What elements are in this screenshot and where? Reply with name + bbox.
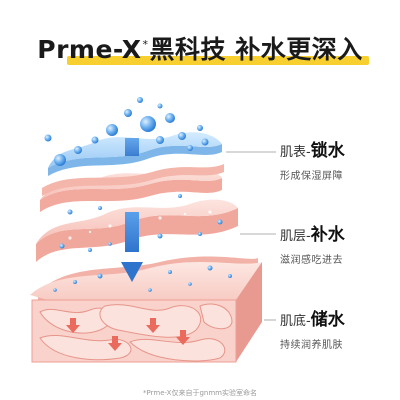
label-base: 肌底-储水 持续润养肌肤 bbox=[280, 305, 345, 351]
water-flow-arrow bbox=[121, 138, 143, 282]
label-surface-head: 肌表-锁水 bbox=[280, 136, 345, 161]
upper-pink-sheets bbox=[40, 164, 224, 212]
label-base-desc: 持续润养肌肤 bbox=[280, 340, 343, 351]
footnote: *Prme-X仅来自于gnmm实验室命名 bbox=[143, 389, 257, 397]
label-surface: 肌表-锁水 形成保湿屏障 bbox=[280, 136, 345, 182]
title-asterisk: * bbox=[142, 38, 149, 51]
bottom-skin-block bbox=[30, 256, 262, 363]
label-middle-desc: 滋润感吃进去 bbox=[280, 255, 343, 266]
label-surface-prefix: 肌表- bbox=[280, 145, 311, 160]
label-base-strong: 储水 bbox=[310, 310, 345, 330]
label-surface-strong: 锁水 bbox=[310, 141, 345, 161]
label-middle-prefix: 肌层- bbox=[280, 229, 311, 244]
label-base-prefix: 肌底- bbox=[280, 314, 311, 329]
label-base-head: 肌底-储水 bbox=[280, 305, 345, 330]
page-title: Prme-X*黑科技 补水更深入 bbox=[37, 30, 369, 66]
label-surface-desc: 形成保湿屏障 bbox=[280, 171, 343, 182]
label-middle: 肌层-补水 滋润感吃进去 bbox=[280, 220, 345, 266]
leader-lines bbox=[226, 151, 276, 321]
title-wrap: Prme-X*黑科技 补水更深入 bbox=[0, 30, 400, 66]
label-middle-strong: 补水 bbox=[310, 225, 345, 245]
title-brand: Prme-X bbox=[37, 35, 142, 64]
title-main: 黑科技 补水更深入 bbox=[149, 35, 363, 64]
label-middle-head: 肌层-补水 bbox=[280, 220, 345, 245]
water-droplets bbox=[44, 97, 232, 292]
